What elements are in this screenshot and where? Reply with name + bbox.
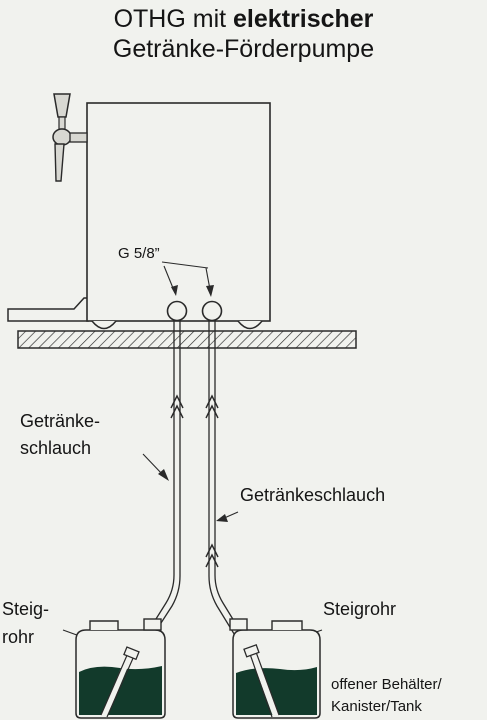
container-label-line2: Kanister/Tank [331,698,422,715]
flow-arrow-right-top-icon [205,394,219,419]
counter-top [17,330,357,349]
title-line-1: OTHG mit elektrischer [113,5,374,33]
hose-right-label: Getränkeschlauch [240,485,386,505]
hose-left-label-line2: schlauch [20,438,92,458]
flow-arrow-right-bottom-icon [205,543,219,568]
canister-left [75,618,166,719]
thread-size-label: G 5/8” [118,245,160,262]
tap-icon [52,93,88,182]
connector-left [166,300,188,322]
riser-right-label: Steigrohr [323,599,397,619]
riser-right [243,644,280,718]
riser-left [100,646,140,718]
hose-left-label-line1: Getränke- [20,411,101,431]
riser-left-label-line1: Steig- [2,599,50,619]
drip-tray [7,297,89,322]
riser-left-label-line2: rohr [2,627,35,647]
title-bold-word: elektrischer [233,5,374,33]
cooler-housing [86,102,271,322]
flow-arrow-left-icon [170,394,184,419]
hose-right [208,320,254,656]
connector-right [201,300,223,322]
foot-right [237,320,263,330]
container-label-line1: offener Behälter/ [331,676,442,693]
foot-left [91,320,117,330]
hose-left [133,320,181,658]
title-line-2: Getränke-Förderpumpe [112,35,375,63]
